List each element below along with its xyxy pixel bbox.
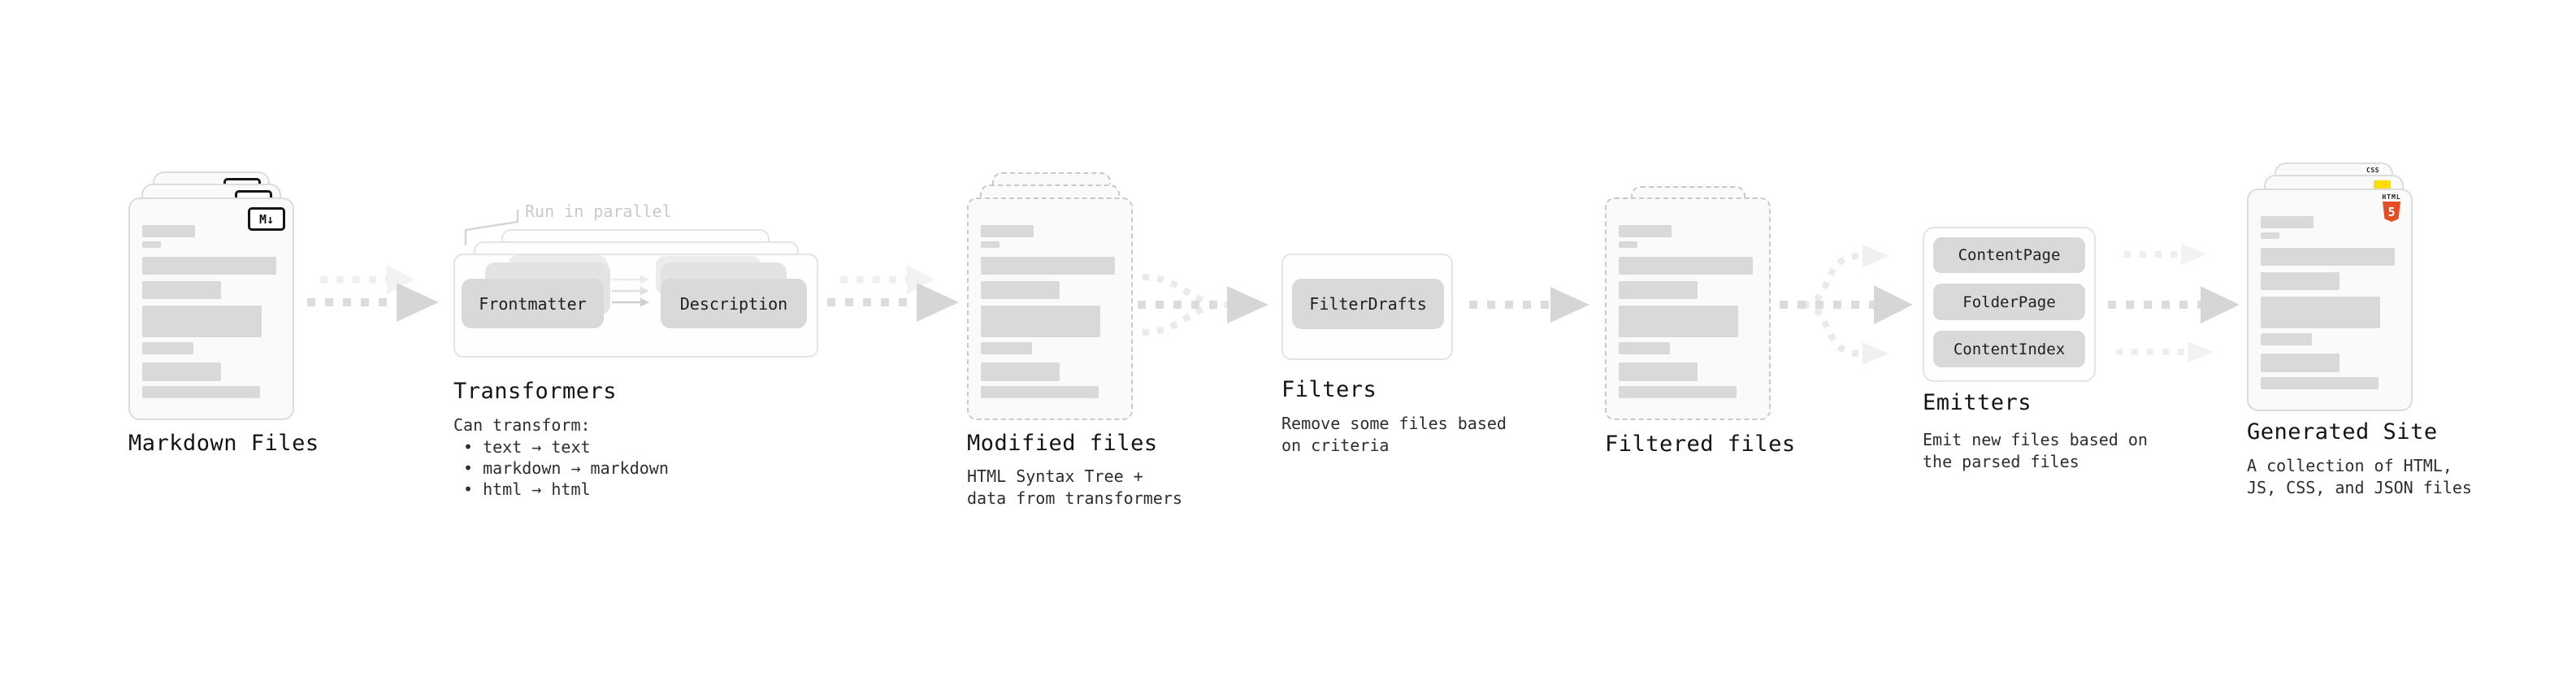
flow-arrow-icon bbox=[1469, 287, 1589, 323]
doc-text-line bbox=[2261, 272, 2340, 290]
doc-placeholder-text bbox=[2261, 216, 2399, 389]
filtered-files-title: Filtered files bbox=[1605, 432, 1796, 457]
doc-text-line bbox=[142, 342, 193, 354]
flow-arrow-icon bbox=[307, 265, 439, 322]
doc-text-line bbox=[1619, 342, 1670, 354]
emitters-subtitle: Emit new files based on the parsed files bbox=[1923, 429, 2148, 473]
doc-text-line bbox=[142, 362, 221, 381]
doc-text-line bbox=[981, 386, 1099, 398]
bullet-item: • html → html bbox=[463, 479, 591, 499]
doc-text-line bbox=[1619, 281, 1698, 299]
doc-text-line bbox=[1619, 306, 1738, 337]
filter-node-filterdrafts: FilterDrafts bbox=[1292, 279, 1444, 329]
transformers-caption: Can transform: bbox=[453, 415, 591, 435]
generated-site-subtitle: A collection of HTML, JS, CSS, and JSON … bbox=[2247, 455, 2472, 499]
transformers-title: Transformers bbox=[453, 379, 618, 404]
doc-text-line bbox=[142, 386, 260, 398]
flow-arrow-icon bbox=[827, 265, 959, 322]
modified-files-title: Modified files bbox=[967, 431, 1158, 456]
generated-site-title: Generated Site bbox=[2247, 419, 2438, 445]
bullet-item: • markdown → markdown bbox=[463, 458, 669, 478]
emitter-node-contentpage: ContentPage bbox=[1933, 237, 2085, 273]
doc-text-line bbox=[2261, 248, 2395, 266]
annotation-leader-line bbox=[464, 210, 519, 245]
doc-text-line bbox=[2261, 297, 2380, 328]
doc-text-line bbox=[981, 257, 1115, 275]
doc-text-line bbox=[142, 306, 262, 337]
doc-text-line bbox=[2261, 232, 2279, 239]
js-icon bbox=[2374, 180, 2391, 189]
modified-files-subtitle: HTML Syntax Tree + data from transformer… bbox=[967, 466, 1182, 510]
doc-text-line bbox=[981, 306, 1100, 337]
emitter-node-folderpage: FolderPage bbox=[1933, 284, 2085, 320]
doc-placeholder-text bbox=[142, 225, 280, 398]
html5-icon: HTML 5 bbox=[2381, 193, 2402, 222]
run-in-parallel-annotation: Run in parallel bbox=[525, 202, 672, 221]
markdown-icon: M↓ bbox=[248, 207, 285, 231]
doc-text-line bbox=[981, 362, 1060, 381]
subtitle-line: Emit new files based on bbox=[1923, 430, 2148, 449]
doc-text-line bbox=[2261, 377, 2379, 389]
flow-arrow-split-icon bbox=[1780, 245, 1913, 365]
subtitle-line: Remove some files based bbox=[1281, 414, 1507, 433]
filters-title: Filters bbox=[1281, 377, 1377, 402]
subtitle-line: A collection of HTML, bbox=[2247, 456, 2452, 475]
transformer-node-description: Description bbox=[661, 279, 807, 328]
doc-text-line bbox=[2261, 354, 2340, 372]
transformers-bullet-list: • text → text • markdown → markdown • ht… bbox=[463, 436, 669, 500]
generated-doc-html: HTML 5 bbox=[2247, 189, 2413, 411]
markdown-files-title: Markdown Files bbox=[128, 431, 319, 456]
doc-text-line bbox=[981, 342, 1032, 354]
subtitle-line: on criteria bbox=[1281, 436, 1390, 455]
subtitle-line: data from transformers bbox=[967, 488, 1182, 508]
flow-arrows-triple-icon bbox=[2108, 244, 2240, 362]
doc-text-line bbox=[981, 241, 1000, 248]
emitters-title: Emitters bbox=[1923, 390, 2032, 415]
doc-text-line bbox=[142, 241, 161, 248]
subtitle-line: JS, CSS, and JSON files bbox=[2247, 478, 2472, 497]
flow-arrow-merge-icon bbox=[1138, 274, 1268, 336]
emitter-node-contentindex: ContentIndex bbox=[1933, 331, 2085, 367]
doc-text-line bbox=[1619, 386, 1737, 398]
filters-subtitle: Remove some files based on criteria bbox=[1281, 413, 1507, 457]
transformer-node-frontmatter: Frontmatter bbox=[462, 279, 604, 328]
doc-text-line bbox=[1619, 225, 1672, 237]
doc-text-line bbox=[981, 225, 1034, 237]
parallel-arrows-icon bbox=[612, 275, 649, 307]
subtitle-line: HTML Syntax Tree + bbox=[967, 466, 1143, 486]
doc-text-line bbox=[2261, 216, 2314, 228]
doc-placeholder-text bbox=[981, 225, 1119, 398]
doc-text-line bbox=[142, 281, 221, 299]
markdown-doc-front: M↓ bbox=[128, 197, 294, 420]
modified-doc-front bbox=[967, 197, 1133, 420]
doc-text-line bbox=[1619, 257, 1753, 275]
doc-text-line bbox=[2261, 333, 2312, 345]
filtered-doc-front bbox=[1605, 197, 1771, 420]
doc-text-line bbox=[1619, 241, 1637, 248]
doc-text-line bbox=[981, 281, 1060, 299]
subtitle-line: the parsed files bbox=[1923, 452, 2079, 471]
doc-text-line bbox=[142, 257, 276, 275]
bullet-item: • text → text bbox=[463, 437, 591, 457]
doc-placeholder-text bbox=[1619, 225, 1757, 398]
doc-text-line bbox=[142, 225, 195, 237]
doc-text-line bbox=[1619, 362, 1698, 381]
